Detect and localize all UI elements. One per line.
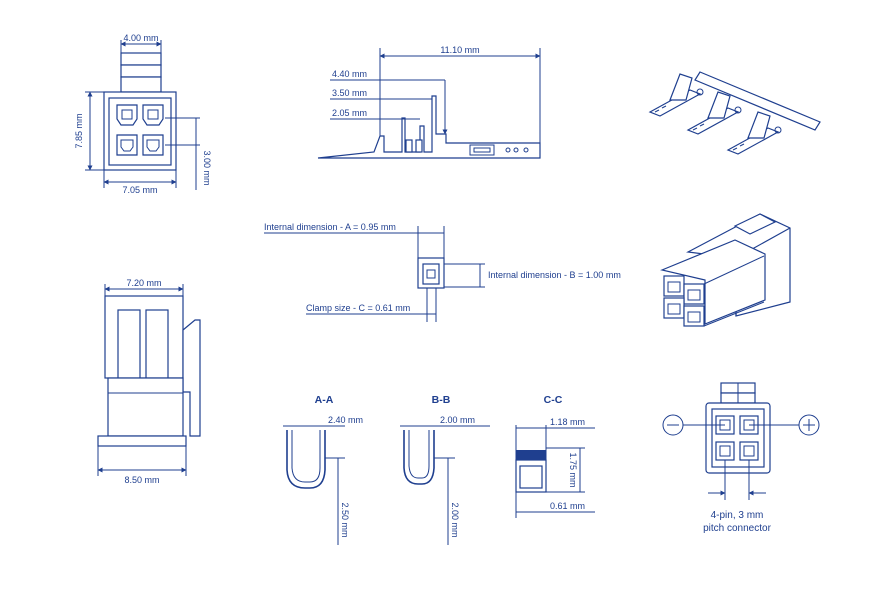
dim-cc-width: 1.18 mm — [550, 417, 585, 427]
dim-bb-height: 2.00 mm — [450, 502, 460, 537]
section-bb: B-B 2.00 mm 2.00 mm — [400, 394, 490, 545]
dim-aa-height: 2.50 mm — [340, 502, 350, 537]
dim-internal-a: Internal dimension - A = 0.95 mm — [264, 222, 396, 232]
caption-line1: 4-pin, 3 mm — [711, 510, 764, 521]
dim-aa-width: 2.40 mm — [328, 415, 363, 425]
dim-height-left: 7.85 mm — [74, 113, 84, 148]
dim-side-bottom: 8.50 mm — [124, 475, 159, 485]
dim-front-width: 7.05 mm — [122, 185, 157, 195]
dim-terminal-length: 11.10 mm — [440, 45, 479, 55]
terminal-side-view: 11.10 mm 4.40 mm 3.50 mm 2.05 mm — [317, 45, 541, 159]
housing-iso — [660, 213, 791, 327]
minus-icon — [662, 414, 684, 436]
internal-dimension-detail: Internal dimension - A = 0.95 mm Interna… — [264, 222, 621, 322]
caption-line2: pitch connector — [703, 523, 771, 534]
dim-cc-height: 1.75 mm — [568, 452, 578, 487]
plus-icon — [798, 414, 820, 436]
section-aa: A-A 2.40 mm 2.50 mm — [283, 394, 363, 545]
section-bb-title: B-B — [432, 394, 451, 406]
pin-layout: 4-pin, 3 mm pitch connector — [662, 382, 820, 534]
dim-terminal-d1: 4.40 mm — [332, 69, 367, 79]
dim-terminal-d3: 2.05 mm — [332, 108, 367, 118]
dim-cc-bottom: 0.61 mm — [550, 501, 585, 511]
dim-pitch-vertical: 3.00 mm — [202, 150, 212, 185]
side-view: 7.20 mm 8.50 mm — [97, 278, 201, 485]
dim-terminal-d2: 3.50 mm — [332, 88, 367, 98]
front-view: 4.00 mm 7.85 mm 3.00 mm 7.05 mm — [74, 33, 212, 195]
dim-internal-b: Internal dimension - B = 1.00 mm — [488, 270, 621, 280]
section-cc-title: C-C — [544, 394, 563, 406]
dim-top-width: 4.00 mm — [123, 33, 158, 43]
terminal-strip-iso — [648, 71, 821, 155]
dim-bb-width: 2.00 mm — [440, 415, 475, 425]
dim-side-top: 7.20 mm — [126, 278, 161, 288]
section-aa-title: A-A — [315, 394, 334, 406]
dim-clamp-c: Clamp size - C = 0.61 mm — [306, 303, 410, 313]
section-cc: C-C 1.18 mm 1.75 mm 0.61 mm — [515, 394, 595, 518]
